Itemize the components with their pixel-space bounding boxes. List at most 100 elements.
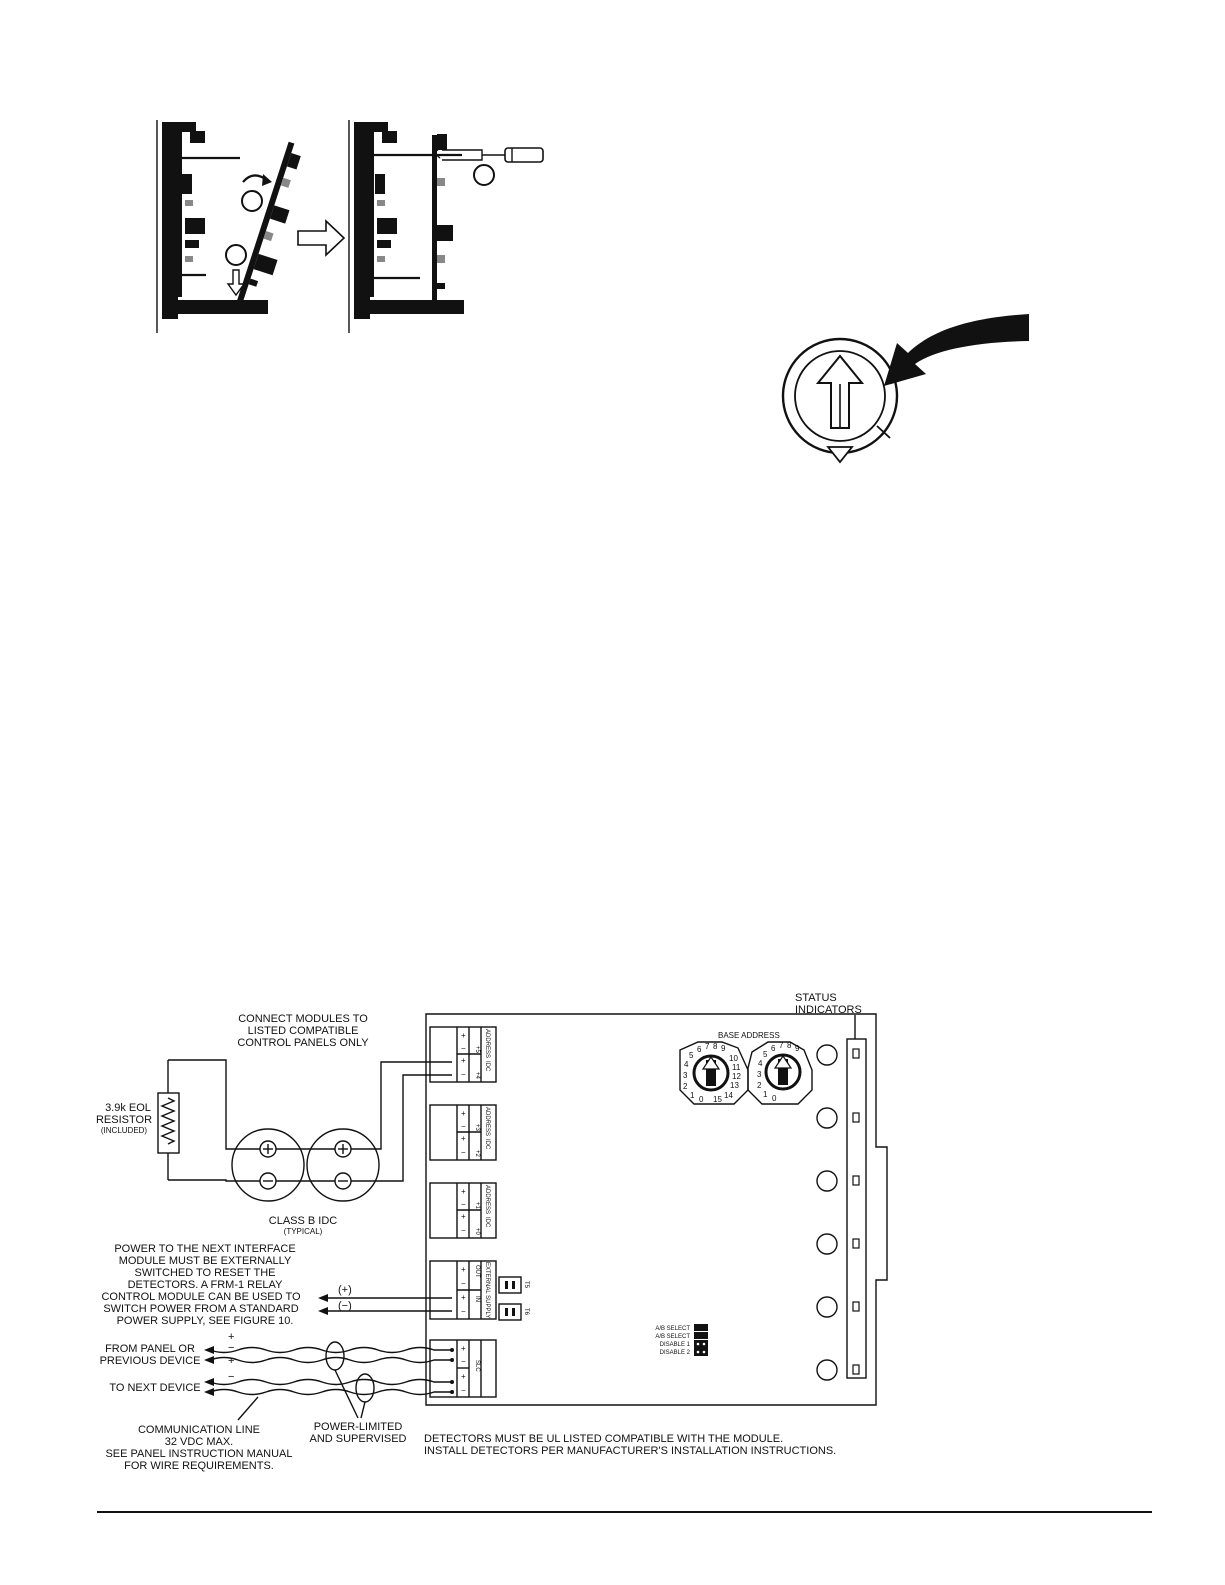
jumper-label: DISABLE 1 (660, 1342, 691, 1348)
terminal-minus: − (461, 1122, 466, 1131)
dial-number: 1 (763, 1090, 768, 1099)
dial-number: 3 (683, 1071, 688, 1080)
block-number: +1 (474, 1202, 480, 1210)
detectors-note: DETECTORS MUST BE UL LISTED COMPATIBLE W… (424, 1433, 836, 1457)
curved-pointer-arrow-icon (884, 314, 1029, 386)
terminal-block-idc-4-5 (429, 1026, 497, 1083)
detector-right (306, 1128, 380, 1202)
dial-number: 4 (758, 1059, 763, 1068)
terminal-block-numbers: +5 +4 +3 +2 +1 +0 (474, 1046, 480, 1236)
block-number: +4 (474, 1072, 480, 1080)
dial-number: 7 (779, 1041, 784, 1050)
note-line: FOR WIRE REQUIREMENTS. (124, 1460, 274, 1472)
rotary-switch-right: 0 1 2 3 4 5 6 7 8 9 (747, 1041, 813, 1105)
idc-label: IDC (484, 1139, 490, 1150)
insertion-figure-step-1 (156, 120, 301, 333)
dial-number: 8 (713, 1042, 718, 1051)
terminal-plus: + (461, 1134, 466, 1143)
block-number: +3 (474, 1124, 480, 1132)
terminal-plus: + (461, 1031, 466, 1040)
dial-number: 7 (705, 1042, 710, 1051)
t5-label: T5 (523, 1281, 529, 1289)
detector-left (231, 1128, 305, 1202)
terminal-minus: − (461, 1226, 466, 1235)
connector-t5: T5 (498, 1276, 529, 1294)
dial-number: 1 (690, 1091, 695, 1100)
dial-number: 15 (713, 1095, 722, 1104)
typical-label: (TYPICAL) (284, 1227, 323, 1236)
from-panel-label: FROM PANEL OR PREVIOUS DEVICE (100, 1343, 201, 1367)
terminal-plus: + (461, 1212, 466, 1221)
transition-arrow-icon (297, 219, 346, 257)
note-line: COMMUNICATION LINE (138, 1424, 260, 1436)
module-board-outline (425, 1013, 888, 1406)
label-line: POWER-LIMITED (314, 1421, 403, 1433)
note-line: 32 VDC MAX. (165, 1436, 233, 1448)
plus-polarity-label: (+) (338, 1284, 352, 1296)
terminal-minus: − (461, 1070, 466, 1079)
dial-number: 10 (729, 1054, 738, 1063)
label-line: PREVIOUS DEVICE (100, 1355, 201, 1367)
terminal-minus: − (461, 1148, 466, 1157)
dial-left-numbers: 0 1 2 3 4 5 6 7 8 9 10 11 12 13 14 15 (683, 1042, 741, 1104)
dial-number: 0 (772, 1094, 777, 1103)
note-line: LISTED COMPATIBLE (248, 1025, 359, 1037)
status-line: INDICATORS (795, 1004, 862, 1016)
terminal-minus: − (461, 1044, 466, 1053)
jumper-label: DISABLE 2 (660, 1350, 691, 1356)
dial-right-numbers: 0 1 2 3 4 5 6 7 8 9 (757, 1041, 800, 1103)
note-line: SEE PANEL INSTRUCTION MANUAL (105, 1448, 292, 1460)
block-number: +0 (474, 1228, 480, 1236)
dial-number: 9 (795, 1044, 800, 1053)
address-label: ADDRESS (484, 1185, 490, 1214)
status-indicators-label: STATUS INDICATORS (795, 992, 862, 1016)
terminal-minus: − (461, 1386, 466, 1395)
terminal-block-idc-0-1 (429, 1182, 497, 1239)
dial-number: 6 (771, 1044, 776, 1053)
slc-label: SLC (474, 1360, 480, 1372)
in-label: IN (474, 1296, 480, 1302)
note-line: INSTALL DETECTORS PER MANUFACTURER'S INS… (424, 1445, 836, 1457)
rotary-switch-left: 0 1 2 3 4 5 6 7 8 9 10 11 12 13 14 15 (679, 1041, 749, 1105)
label-line: FROM PANEL OR (105, 1343, 195, 1355)
note-line: POWER TO THE NEXT INTERFACE (114, 1243, 295, 1255)
idc-label: IDC (484, 1061, 490, 1072)
plus-sign: + (228, 1331, 234, 1343)
jumper-label: A/B SELECT (655, 1334, 690, 1340)
note-line: SWITCHED TO RESET THE (135, 1267, 276, 1279)
terminal-block-external-supply (429, 1260, 497, 1320)
slc-wiring: + − + − (204, 1331, 454, 1421)
note-line: DETECTORS. A FRM-1 RELAY (128, 1279, 284, 1291)
dial-number: 0 (699, 1095, 704, 1104)
t6-label: T6 (523, 1308, 529, 1316)
power-limited-label: POWER-LIMITED AND SUPERVISED (310, 1421, 407, 1445)
eol-included-label: (INCLUDED) (101, 1126, 148, 1135)
note-line: MODULE MUST BE EXTERNALLY (119, 1255, 292, 1267)
dial-number: 2 (683, 1082, 688, 1091)
dial-number: 2 (757, 1081, 762, 1090)
dial-number: 5 (689, 1051, 694, 1060)
mounting-holes (816, 1044, 838, 1381)
eol-label-line-2: RESISTOR (96, 1114, 152, 1126)
eol-label-line-1: 3.9k EOL (105, 1102, 151, 1114)
block-number: +5 (474, 1046, 480, 1054)
dial-number: 13 (730, 1081, 739, 1090)
external-supply-wiring (318, 1294, 452, 1315)
terminal-plus: + (461, 1344, 466, 1353)
minus-sign: − (228, 1371, 234, 1383)
terminal-minus: − (461, 1200, 466, 1209)
status-line: STATUS (795, 992, 837, 1004)
terminal-plus: + (461, 1187, 466, 1196)
terminal-minus: − (461, 1279, 466, 1288)
jumper-label: A/B SELECT (655, 1326, 690, 1332)
address-label: ADDRESS (484, 1107, 490, 1136)
connector-t6: T6 (498, 1303, 529, 1321)
power-note: POWER TO THE NEXT INTERFACE MODULE MUST … (101, 1243, 300, 1327)
note-line: CONTROL MODULE CAN BE USED TO (101, 1291, 300, 1303)
dial-number: 4 (684, 1060, 689, 1069)
address-label: ADDRESS (484, 1029, 490, 1058)
connect-modules-note: CONNECT MODULES TO LISTED COMPATIBLE CON… (237, 1013, 369, 1049)
idc-wiring (168, 1059, 452, 1182)
terminal-rotated-labels: ADDRESS IDC ADDRESS IDC ADDRESS IDC OUT … (474, 1029, 490, 1372)
